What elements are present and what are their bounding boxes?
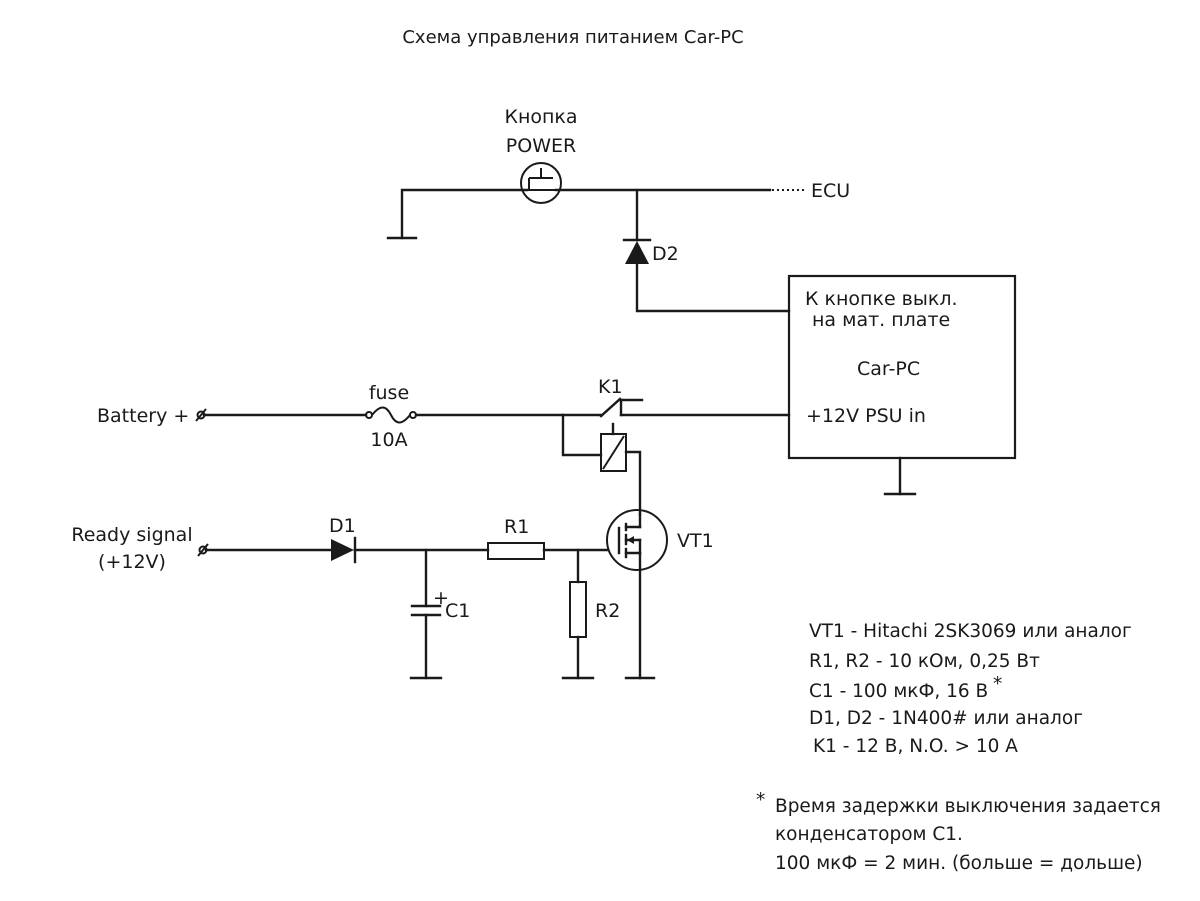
footnote-line2: конденсатором C1. xyxy=(775,824,963,845)
footnote: * Время задержки выключения задается кон… xyxy=(756,790,1161,874)
parts-list-item: VT1 - Hitachi 2SK3069 или аналог xyxy=(809,621,1132,642)
fuse-rating-label: 10A xyxy=(370,429,407,451)
parts-list-item: R1, R2 - 10 кОм, 0,25 Вт xyxy=(809,651,1040,672)
d2-label: D2 xyxy=(652,243,679,265)
ready-signal-label-line1: Ready signal xyxy=(71,524,192,546)
c1-polarity-mark: + xyxy=(433,587,449,609)
vt1-label: VT1 xyxy=(677,530,714,552)
car-pc-psu-label: +12V PSU in xyxy=(806,405,926,427)
r1-label: R1 xyxy=(504,516,529,538)
r2-label: R2 xyxy=(595,600,620,622)
diode-d2 xyxy=(622,238,652,264)
diagram-title: Схема управления питанием Car-PC xyxy=(402,27,743,48)
asterisk-mark: * xyxy=(993,674,1002,695)
ready-signal-label-line2: (+12V) xyxy=(98,551,166,573)
parts-list-item: C1 - 100 мкФ, 16 В xyxy=(809,681,988,702)
car-pc-ground xyxy=(883,456,917,496)
diode-d1 xyxy=(331,536,357,564)
fuse xyxy=(365,406,417,424)
footnote-line1: Время задержки выключения задается xyxy=(775,796,1161,817)
k1-label: K1 xyxy=(598,376,623,398)
power-button-label-line2: POWER xyxy=(506,135,576,157)
top-bus-wire xyxy=(386,188,772,240)
parts-list: VT1 - Hitachi 2SK3069 или аналог R1, R2 … xyxy=(809,621,1132,757)
power-button xyxy=(520,162,562,204)
relay-k1-coil xyxy=(561,413,642,516)
resistor-r2 xyxy=(561,548,595,680)
ecu-label: ECU xyxy=(811,180,850,202)
footnote-marker: * xyxy=(756,790,765,811)
resistor-r1 xyxy=(487,542,610,560)
relay-k1-contact xyxy=(599,397,791,418)
power-button-label-line1: Кнопка xyxy=(504,106,577,128)
d1-label: D1 xyxy=(329,515,356,537)
c1-label: C1 xyxy=(445,600,470,622)
parts-list-item: D1, D2 - 1N400# или аналог xyxy=(809,708,1083,729)
mosfet-vt1 xyxy=(606,509,668,680)
fuse-label: fuse xyxy=(369,382,409,404)
battery-label: Battery + xyxy=(97,405,189,427)
car-pc-button-line1: К кнопке выкл. xyxy=(805,288,958,310)
parts-list-item: K1 - 12 В, N.O. > 10 А xyxy=(813,736,1018,757)
d2-to-pc-wire xyxy=(635,262,791,313)
car-pc-box xyxy=(787,274,1017,460)
capacitor-c1 xyxy=(409,548,443,680)
footnote-line3: 100 мкФ = 2 мин. (больше = дольше) xyxy=(775,853,1143,874)
car-pc-name: Car-PC xyxy=(857,358,920,380)
car-pc-button-line2: на мат. плате xyxy=(812,309,950,331)
